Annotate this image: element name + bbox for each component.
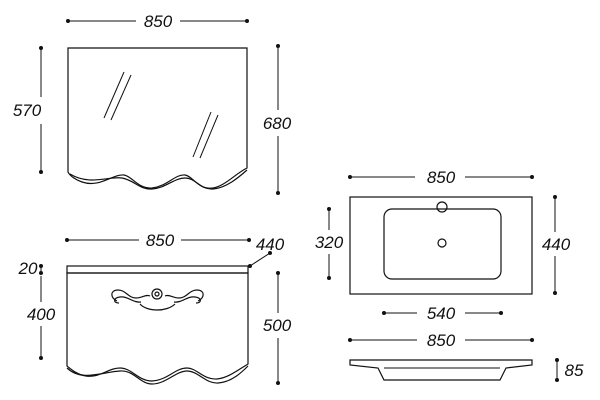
cabinet-total-height-label: 500 <box>263 316 292 335</box>
cabinet-bottom-curve <box>66 365 249 385</box>
cabinet-width-label: 850 <box>146 231 175 250</box>
reflection-line-3 <box>192 111 212 158</box>
dim-endpoint <box>276 381 280 385</box>
bowl-depth-label: 320 <box>315 233 344 252</box>
dim-endpoint <box>65 238 69 242</box>
mirror-outline <box>67 47 248 189</box>
dim-endpoint <box>268 251 272 255</box>
basin-side-outline <box>349 359 533 381</box>
mirror-height-label: 570 <box>13 101 42 120</box>
faucet-hole-icon <box>436 201 448 213</box>
cabinet-view: 850 440 20 400 500 <box>18 231 292 385</box>
dim-endpoint <box>348 338 352 342</box>
dim-endpoint <box>348 175 352 179</box>
dim-endpoint <box>553 291 557 295</box>
reflection-line-2 <box>110 74 132 121</box>
dim-endpoint <box>66 19 70 23</box>
drain-icon <box>437 238 447 248</box>
dim-endpoint <box>245 19 249 23</box>
basin-width-label: 850 <box>427 168 456 187</box>
cabinet-body-height-label: 400 <box>27 305 56 324</box>
basin-top-view: 850 320 440 540 <box>315 168 571 323</box>
dim-endpoint <box>39 271 43 275</box>
cabinet-depth-dim <box>249 252 271 267</box>
basin-side-width-label: 850 <box>427 331 456 350</box>
cabinet-body-outline <box>66 272 249 382</box>
dim-endpoint <box>327 207 331 211</box>
mirror-view: 850 570 680 <box>13 12 292 195</box>
basin-bowl-outline <box>383 208 502 280</box>
dim-endpoint <box>39 356 43 360</box>
dim-endpoint <box>553 195 557 199</box>
bowl-width-label: 540 <box>427 304 456 323</box>
mirror-width-label: 850 <box>144 12 173 31</box>
cabinet-top-thickness-label: 20 <box>18 259 38 278</box>
dim-endpoint <box>555 378 559 382</box>
dim-endpoint <box>276 191 280 195</box>
dim-endpoint <box>248 264 252 268</box>
dim-endpoint <box>247 238 251 242</box>
dim-endpoint <box>39 170 43 174</box>
dim-endpoint <box>39 264 43 268</box>
dim-endpoint <box>276 271 280 275</box>
dim-endpoint <box>327 276 331 280</box>
basin-top-outline <box>349 196 533 295</box>
reflection-line-4 <box>199 114 219 159</box>
cabinet-depth-label: 440 <box>256 235 285 254</box>
dim-endpoint <box>530 338 534 342</box>
dim-endpoint <box>555 358 559 362</box>
dim-endpoint <box>276 44 280 48</box>
dim-endpoint <box>39 46 43 50</box>
basin-side-view: 850 85 <box>348 331 584 382</box>
basin-thickness-label: 85 <box>565 361 584 380</box>
cabinet-top-slab <box>66 265 249 274</box>
ornament-icon <box>111 288 204 311</box>
dim-endpoint <box>530 175 534 179</box>
reflection-line-1 <box>103 71 125 119</box>
dim-endpoint <box>499 311 503 315</box>
mirror-total-height-label: 680 <box>263 114 292 133</box>
mirror-inner-curve <box>69 169 248 190</box>
dim-endpoint <box>382 311 386 315</box>
basin-depth-label: 440 <box>542 235 571 254</box>
